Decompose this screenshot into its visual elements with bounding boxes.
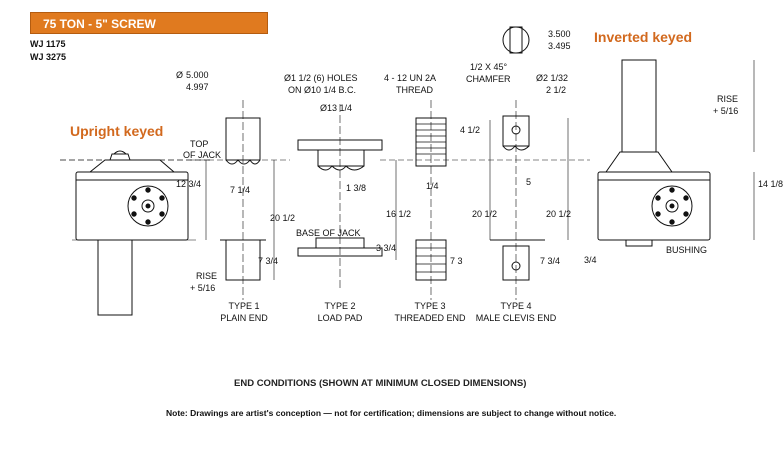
dim-3-3-4: 3 3/4 — [376, 243, 397, 253]
dim-14-1-8: 14 1/8 — [758, 179, 784, 189]
rise-left-value: + 5/16 — [190, 283, 216, 293]
rise-left-label: RISE — [196, 271, 218, 281]
end-conditions-title: END CONDITIONS (SHOWN AT MINIMUM CLOSED … — [234, 378, 527, 389]
dim-7-3: 7 3 — [450, 256, 463, 266]
top-of-jack-label-1: TOP — [190, 139, 209, 149]
holes-label-1: Ø1 1/2 (6) HOLES — [284, 73, 358, 83]
upright-keyed-label: Upright keyed — [70, 123, 164, 139]
dim-dia-bot: 4.997 — [186, 82, 209, 92]
upright-jack — [75, 150, 189, 316]
dim-dia-symbol: Ø — [176, 70, 184, 80]
dim-1-3-8: 1 3/8 — [346, 183, 367, 193]
rise-right-value: + 5/16 — [713, 106, 739, 116]
dim-7-1-4: 7 1/4 — [230, 185, 251, 195]
upright-gearbox — [75, 171, 189, 241]
dim-7-3-4-a: 7 3/4 — [258, 256, 279, 266]
type4-caption-2: MALE CLEVIS END — [475, 313, 557, 323]
dim-dia-top: 5.000 — [186, 70, 209, 80]
type1-caption-2: PLAIN END — [220, 313, 268, 323]
type4-clevis — [490, 26, 545, 300]
inverted-jack — [597, 59, 711, 247]
type2-load-pad — [297, 104, 383, 290]
inverted-gearbox — [597, 171, 711, 241]
dim-13-1-4: Ø13 1/4 — [320, 103, 353, 113]
dim-20-1-2-a: 20 1/2 — [270, 213, 296, 223]
rise-right-label: RISE — [717, 94, 739, 104]
dim-20-1-2-b: 20 1/2 — [472, 209, 498, 219]
chamfer-label-2: CHAMFER — [466, 74, 511, 84]
upright-collar — [89, 159, 175, 173]
type3-caption-1: TYPE 3 — [414, 301, 446, 311]
type2-caption-1: TYPE 2 — [324, 301, 356, 311]
upright-flange — [127, 185, 169, 227]
dim-4-1-2: 4 1/2 — [460, 125, 481, 135]
dim-2-1-2: 2 1/2 — [546, 85, 567, 95]
inverted-flange — [651, 185, 693, 227]
type3-caption-2: THREADED END — [394, 313, 466, 323]
chamfer-label-1: 1/2 X 45° — [470, 62, 508, 72]
inverted-screw-tube — [621, 59, 657, 153]
inverted-keyed-label: Inverted keyed — [594, 29, 693, 45]
type1-plain-end — [190, 100, 290, 300]
dim-16-1-2: 16 1/2 — [386, 209, 412, 219]
upright-screw-tube — [97, 239, 133, 316]
dim-key-top: 3.500 — [548, 29, 571, 39]
dim-2-1-32: Ø2 1/32 — [536, 73, 569, 83]
title-banner: 75 TON - 5" SCREW — [30, 12, 268, 34]
thread-label-1: 4 - 12 UN 2A — [384, 73, 437, 83]
model-number-1: WJ 1175 — [30, 39, 66, 49]
holes-label-2: ON Ø10 1/4 B.C. — [288, 85, 357, 95]
type2-caption-2: LOAD PAD — [317, 313, 363, 323]
type1-caption-1: TYPE 1 — [228, 301, 260, 311]
base-of-jack-label: BASE OF JACK — [296, 228, 361, 238]
dim-5: 5 — [526, 177, 532, 187]
key-end-view — [502, 26, 530, 54]
type3-threaded-end — [415, 100, 447, 300]
bushing-label: BUSHING — [666, 245, 708, 255]
dim-7-3-4-b: 7 3/4 — [540, 256, 561, 266]
banner-title: 75 TON - 5" SCREW — [43, 17, 156, 31]
type4-bottom-clevis — [502, 245, 530, 281]
disclaimer-note: Note: Drawings are artist's conception —… — [166, 408, 617, 418]
dim-key-bot: 3.495 — [548, 41, 571, 51]
dim-3-4: 3/4 — [584, 255, 597, 265]
dim-20-1-2-c: 20 1/2 — [546, 209, 572, 219]
model-number-2: WJ 3275 — [30, 52, 67, 62]
top-of-jack-label-2: OF JACK — [183, 150, 222, 160]
type4-caption-1: TYPE 4 — [500, 301, 532, 311]
type4-top-clevis — [502, 115, 530, 147]
dim-1-4: 1/4 — [426, 181, 439, 191]
dim-12-3-4: 12 3/4 — [176, 179, 202, 189]
inverted-collar — [605, 151, 673, 173]
thread-label-2: THREAD — [396, 85, 434, 95]
